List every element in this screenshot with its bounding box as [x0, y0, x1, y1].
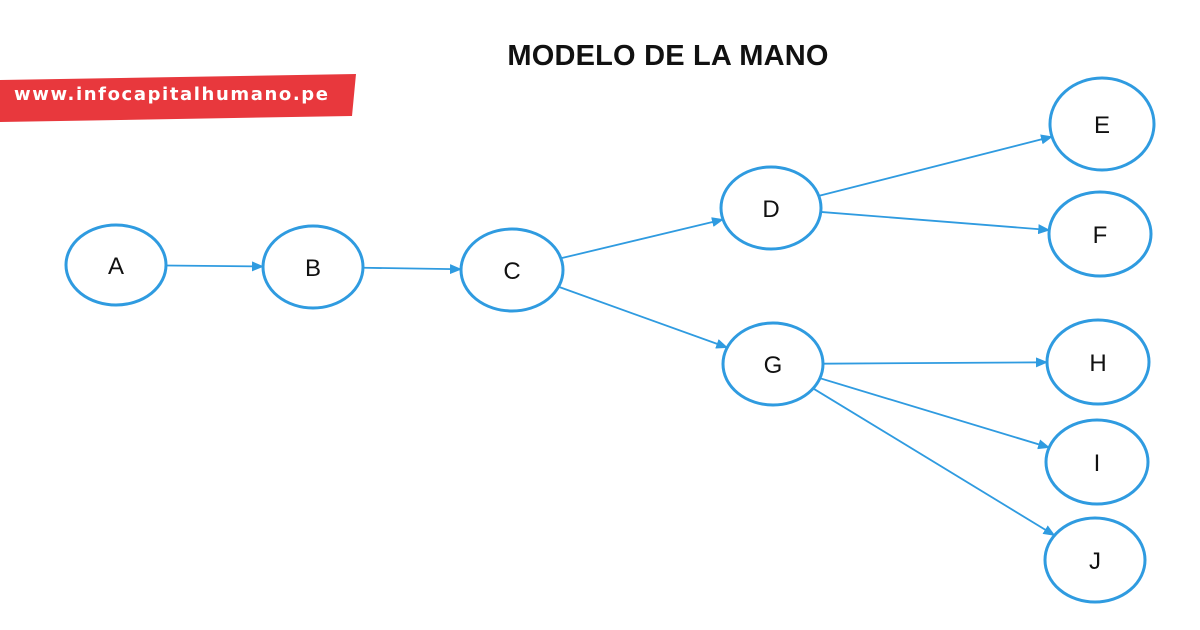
edge-c-g	[558, 285, 729, 349]
edge-d-f	[820, 211, 1051, 235]
node-i: I	[1044, 418, 1150, 506]
node-c: C	[459, 227, 565, 313]
node-c-ellipse	[459, 227, 565, 313]
node-j-ellipse	[1043, 516, 1147, 604]
node-b: B	[261, 224, 365, 310]
node-b-ellipse	[261, 224, 365, 310]
node-d-label: D	[762, 196, 779, 223]
node-g-ellipse	[721, 321, 825, 407]
edge-g-h	[822, 357, 1049, 368]
node-f-ellipse	[1047, 190, 1153, 278]
node-a-label: A	[108, 253, 124, 280]
node-e: E	[1048, 76, 1156, 172]
nodes-layer: A B C D E F G H I J	[64, 76, 1156, 604]
node-j-label: J	[1089, 548, 1101, 575]
edges-layer	[165, 134, 1056, 537]
node-h: H	[1045, 318, 1151, 406]
node-a-ellipse	[64, 223, 168, 307]
edge-d-e	[818, 134, 1053, 197]
watermark-banner	[0, 74, 356, 122]
node-h-ellipse	[1045, 318, 1151, 406]
node-c-label: C	[503, 258, 520, 285]
node-f: F	[1047, 190, 1153, 278]
node-b-label: B	[305, 255, 321, 282]
node-a: A	[64, 223, 168, 307]
edge-b-c	[362, 264, 463, 275]
edge-g-i	[819, 377, 1051, 450]
node-g: G	[721, 321, 825, 407]
node-d: D	[719, 165, 823, 251]
watermark-url: www.infocapitalhumano.pe	[14, 84, 330, 105]
edge-c-d	[560, 217, 724, 260]
diagram-title: MODELO DE LA MANO	[507, 40, 829, 72]
node-d-ellipse	[719, 165, 823, 251]
node-e-ellipse	[1048, 76, 1156, 172]
node-j: J	[1043, 516, 1147, 604]
edge-g-j	[812, 387, 1056, 537]
node-i-label: I	[1094, 450, 1101, 477]
node-g-label: G	[764, 352, 783, 379]
node-e-label: E	[1094, 112, 1110, 139]
edge-a-b	[165, 261, 265, 272]
node-h-label: H	[1089, 350, 1106, 377]
node-f-label: F	[1093, 222, 1108, 249]
node-i-ellipse	[1044, 418, 1150, 506]
